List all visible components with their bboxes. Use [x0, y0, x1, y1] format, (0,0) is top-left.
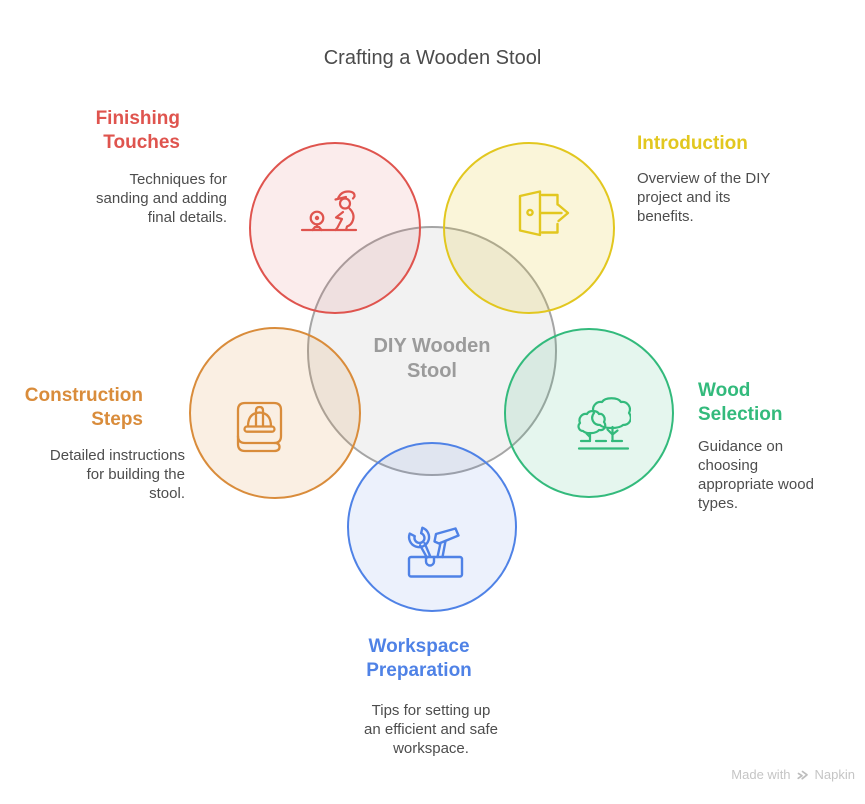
finishing-touches-heading: Finishing Touches	[95, 108, 180, 153]
wood-selection-heading: Wood Selection	[698, 380, 783, 425]
workspace-preparation-heading: Workspace Preparation	[366, 636, 472, 681]
introduction-heading: Introduction	[637, 133, 748, 154]
wood-selection-description: Guidance on choosing appropriate wood ty…	[698, 438, 814, 512]
door-entry-icon	[518, 190, 570, 237]
hub-label: DIY Wooden Stool	[373, 335, 491, 382]
introduction-circle	[443, 142, 615, 314]
construction-steps-circle	[189, 327, 361, 499]
toolbox-icon	[407, 526, 464, 578]
workspace-preparation-circle	[347, 442, 517, 612]
introduction-description: Overview of the DIY project and its bene…	[637, 170, 771, 225]
construction-steps-heading: Construction Steps	[24, 385, 143, 430]
watermark-prefix: Made with	[731, 767, 791, 782]
sanding-worker-icon	[300, 190, 358, 232]
hub-circle	[307, 226, 557, 476]
trees-icon	[577, 397, 631, 450]
napkin-logo-icon	[796, 770, 808, 780]
construction-manual-icon	[236, 401, 283, 453]
workspace-preparation-description: Tips for setting up an efficient and saf…	[364, 702, 498, 757]
watermark-brand: Napkin	[814, 767, 855, 782]
watermark: Made with Napkin	[731, 767, 855, 782]
finishing-touches-circle	[249, 142, 421, 314]
finishing-touches-description: Techniques for sanding and adding final …	[96, 171, 227, 226]
page-title: Crafting a Wooden Stool	[323, 47, 542, 69]
construction-steps-description: Detailed instructions for building the s…	[49, 447, 185, 502]
